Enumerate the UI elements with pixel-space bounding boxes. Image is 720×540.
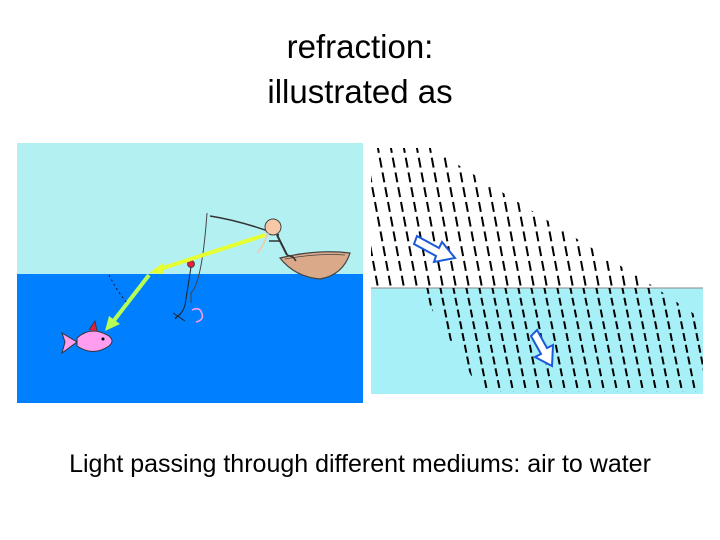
wavefront-line	[559, 148, 587, 293]
wavefront-line	[468, 148, 496, 293]
wavefront-line	[520, 148, 548, 293]
wavefront-line	[637, 148, 665, 293]
wavefront-line	[455, 148, 483, 293]
title-line-1: refraction:	[0, 24, 720, 69]
wavefront-line	[598, 148, 626, 293]
wavefront-line	[481, 148, 509, 293]
slide-caption: Light passing through different mediums:…	[0, 449, 720, 479]
wavefront-line	[429, 148, 457, 293]
wavefront-line	[546, 148, 574, 293]
wavefront-line	[494, 148, 522, 293]
wavefront-line	[377, 148, 405, 293]
wavefront-line	[624, 148, 652, 293]
slide-title: refraction: illustrated as	[0, 24, 720, 114]
wavefront-line	[533, 148, 561, 293]
wavefront-line	[403, 148, 431, 293]
wavefront-line	[572, 148, 600, 293]
wavefront-line	[585, 148, 613, 293]
wavefront-line	[663, 148, 691, 293]
wavefront-line	[371, 148, 392, 293]
wavefront-line	[390, 148, 418, 293]
wavefront-line	[611, 148, 639, 293]
fishing-refraction-illustration	[17, 143, 363, 403]
wavefront-line	[416, 148, 444, 293]
title-line-2: illustrated as	[0, 69, 720, 114]
wavefront-refraction-diagram	[371, 148, 703, 394]
wavefront-line	[442, 148, 470, 293]
wavefront-line	[507, 148, 535, 293]
wavefront-line	[650, 148, 678, 293]
incident-wavefronts	[371, 148, 691, 293]
